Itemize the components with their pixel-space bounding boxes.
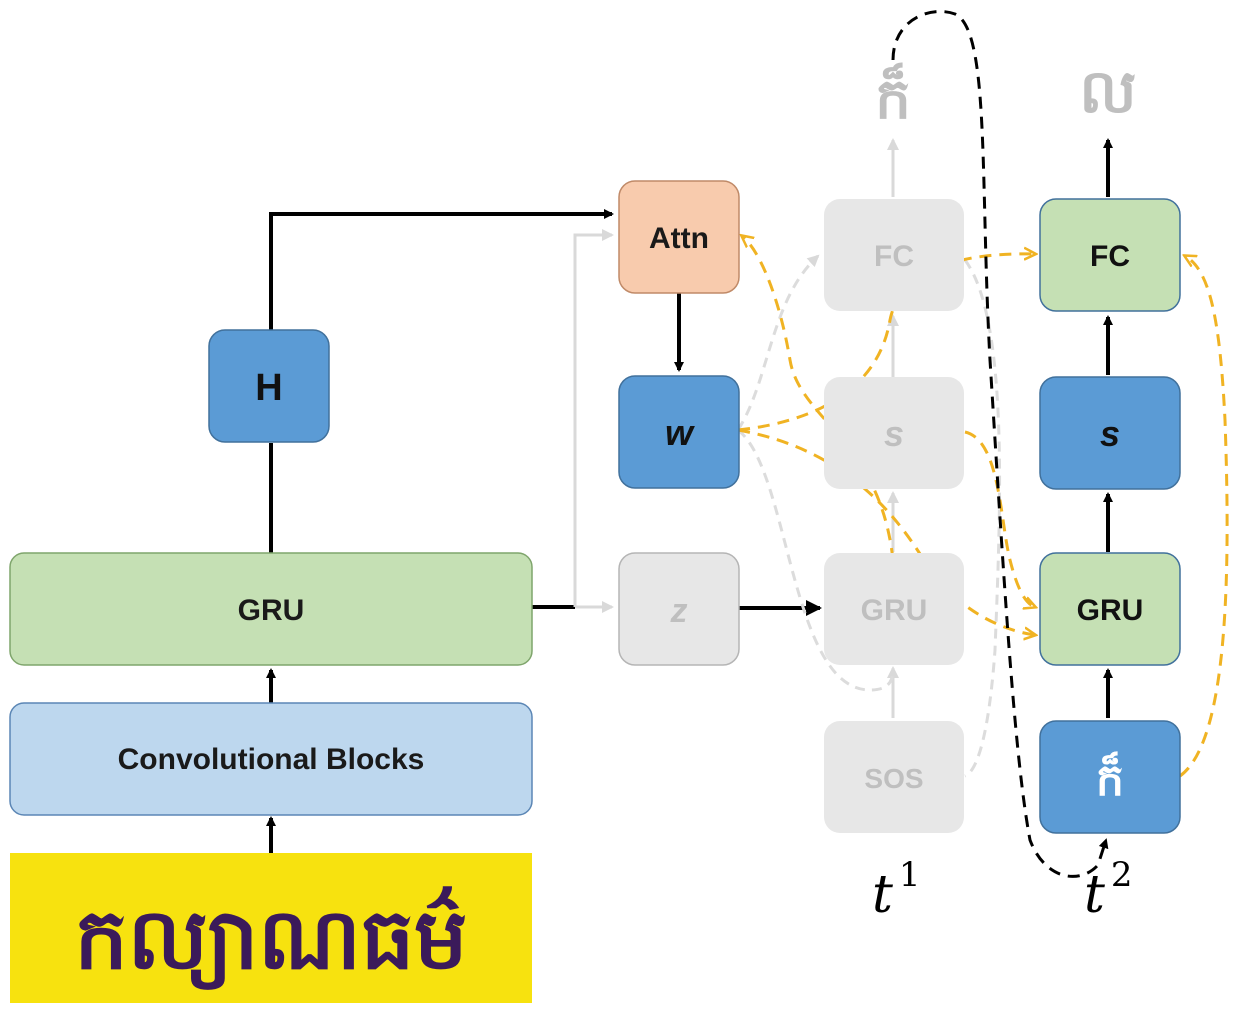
t2-fc-label: FC bbox=[1090, 240, 1130, 273]
gold-w-to-fc-t2 bbox=[737, 254, 1035, 432]
gold-s-t1-to-gru-t2 bbox=[964, 430, 1035, 607]
t2-output-char: ល bbox=[1079, 57, 1136, 127]
gray-arrows-encoder bbox=[573, 229, 614, 613]
t1-fc-box bbox=[824, 199, 964, 311]
gold-char-to-fc-t2 bbox=[1179, 256, 1229, 778]
t1-s-box bbox=[824, 377, 964, 489]
w-label: w bbox=[665, 412, 695, 453]
z-box bbox=[618, 552, 740, 666]
t2-s-label: s bbox=[1100, 413, 1120, 454]
arrow-h-to-attn bbox=[269, 209, 614, 330]
input-image-banner bbox=[10, 853, 532, 1003]
h-box bbox=[208, 329, 330, 443]
t1-sos-label: SOS bbox=[864, 763, 923, 794]
t2-input-char-label: ក៏ bbox=[1096, 751, 1124, 806]
gold-dashed-arrows bbox=[737, 236, 1229, 778]
t1-sos-box bbox=[824, 721, 964, 833]
t2-input-char-box bbox=[1039, 720, 1181, 834]
z-label: z bbox=[670, 592, 688, 630]
t1-s-label: s bbox=[884, 413, 904, 454]
t2-fc-box bbox=[1039, 198, 1181, 312]
conv-blocks-box bbox=[9, 702, 533, 816]
t1-output-char: ក៏ bbox=[875, 62, 911, 132]
encoder-gru-box bbox=[9, 552, 533, 666]
t2-gru-box bbox=[1039, 552, 1181, 666]
conv-blocks-label: Convolutional Blocks bbox=[118, 743, 425, 776]
t2-gru-label: GRU bbox=[1077, 594, 1144, 627]
arrow-gru-to-attn-gray bbox=[573, 229, 614, 607]
encoder-gru-label: GRU bbox=[238, 594, 305, 627]
feedback-dashed-loop bbox=[891, 9, 1109, 878]
t2-s-box bbox=[1039, 376, 1181, 490]
h-label: H bbox=[255, 367, 282, 409]
t1-gru-label: GRU bbox=[861, 594, 928, 627]
t1-fc-label: FC bbox=[874, 240, 914, 273]
input-khmer-text: កល្យាណធម៌ bbox=[75, 886, 468, 990]
t1-gru-box bbox=[824, 553, 964, 665]
attn-box bbox=[618, 180, 740, 294]
encoder-arrows bbox=[266, 209, 822, 853]
t1-dashed-gray-arrows bbox=[736, 254, 1002, 778]
w-box bbox=[618, 375, 740, 489]
attn-label: Attn bbox=[649, 222, 709, 255]
